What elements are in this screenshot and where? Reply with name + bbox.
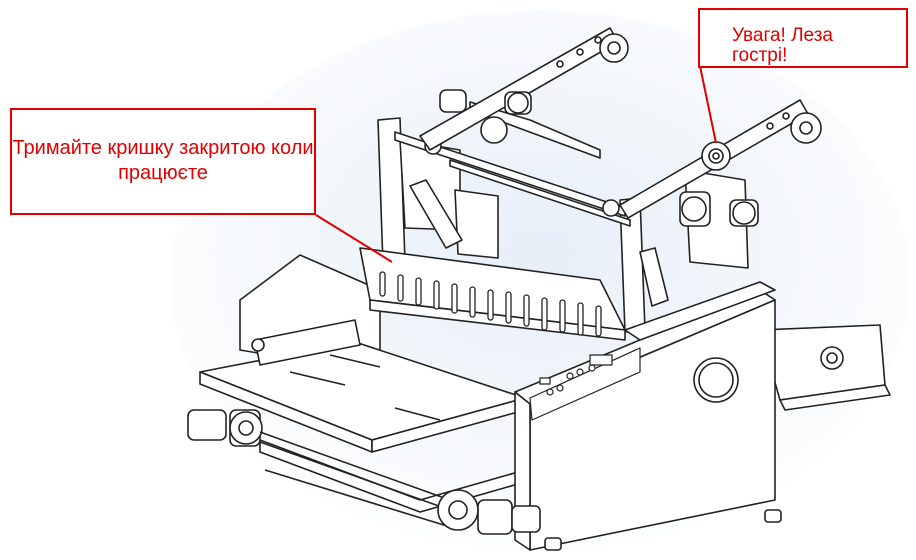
top-left-arm bbox=[419, 27, 629, 151]
cover-leader-line bbox=[315, 214, 393, 263]
cover-warning-callout: Тримайте кришку закритою коли працюєте bbox=[10, 108, 316, 215]
blades-leader-line bbox=[699, 65, 717, 144]
cover-warning-text: Тримайте кришку закритою коли працюєте bbox=[12, 137, 314, 184]
side-brackets bbox=[409, 179, 669, 307]
rear-support-arm bbox=[759, 324, 891, 411]
roller-shafts bbox=[394, 101, 631, 227]
blade-wheel bbox=[701, 141, 731, 171]
upper-frame bbox=[377, 117, 749, 333]
blades-warning-callout: Увага! Леза гострі! bbox=[698, 8, 908, 68]
front-feed-table bbox=[199, 319, 526, 453]
front-bottom-spindle bbox=[437, 489, 541, 535]
guide-slots bbox=[379, 271, 602, 337]
control-panel bbox=[529, 347, 641, 421]
blades-warning-text: Увага! Леза гострі! bbox=[732, 25, 833, 66]
front-left-spindle bbox=[187, 409, 451, 511]
upper-spindles bbox=[439, 89, 759, 227]
